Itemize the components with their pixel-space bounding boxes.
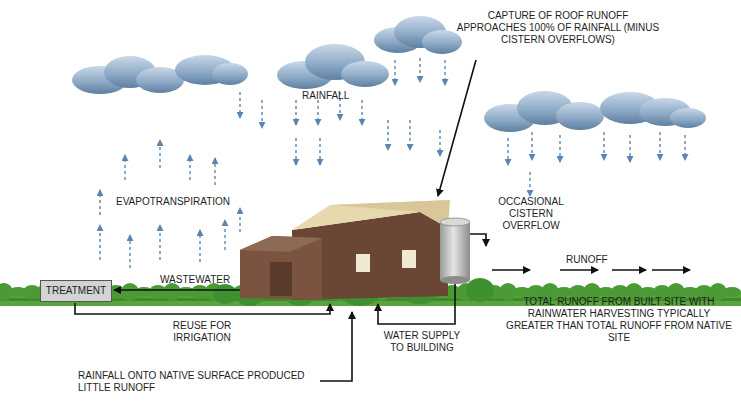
evaporation-arrow (159, 225, 160, 260)
rain-arrow (559, 135, 560, 162)
treatment-box: TREATMENT (40, 280, 112, 302)
rain-arrow (629, 135, 630, 162)
flow-lines (75, 60, 690, 381)
evaporation-arrow (159, 140, 160, 168)
rain-arrow (409, 120, 410, 150)
rain-arrow (387, 120, 388, 150)
cistern (440, 218, 470, 284)
evaporation-arrow (189, 155, 190, 180)
bush (213, 284, 237, 304)
rain-arrow (444, 60, 445, 85)
native-surface-note: RAINFALL ONTO NATIVE SURFACE PRODUCED LI… (78, 370, 318, 394)
rain-arrow (295, 138, 296, 165)
evaporation-arrow (99, 190, 100, 215)
rain-arrow (507, 138, 508, 165)
callout-note: CAPTURE OF ROOF RUNOFF APPROACHES 100% O… (452, 10, 664, 46)
box-label: TREATMENT (46, 285, 106, 297)
rain-arrow (319, 138, 320, 165)
rain-arrow (659, 132, 660, 160)
evaporation-arrow (224, 220, 225, 250)
rain-arrow (531, 132, 532, 160)
bush (466, 278, 494, 302)
runoff-label: RUNOFF (566, 254, 626, 266)
rain-arrow (419, 58, 420, 82)
rain-arrow (239, 92, 240, 118)
rain-arrow (394, 60, 395, 85)
evapotranspiration-label: EVAPOTRANSPIRATION (116, 196, 246, 208)
evaporation-arrow (214, 158, 215, 185)
shrub (723, 287, 741, 297)
reuse-label: REUSE FOR IRRIGATION (158, 320, 246, 344)
rain-arrow (317, 100, 318, 125)
rain-arrow (295, 100, 296, 125)
evaporation-arrow (199, 230, 200, 262)
rain-arrow (439, 130, 440, 156)
runoff-note: TOTAL RUNOFF FROM BUILT SITE WITH RAINWA… (503, 296, 735, 344)
evaporation-arrow (129, 235, 130, 268)
rain-arrow (603, 132, 604, 160)
evaporation-arrow (99, 225, 100, 260)
rain-arrow (261, 100, 262, 128)
clouds (72, 16, 706, 132)
water-supply-label: WATER SUPPLY TO BUILDING (382, 330, 462, 354)
rain-arrow (361, 100, 362, 125)
evaporation-arrow (124, 155, 125, 180)
overflow-label: OCCASIONAL CISTERN OVERFLOW (490, 196, 572, 232)
house (240, 200, 450, 300)
rain-arrows (240, 58, 685, 196)
evaporation-arrow (239, 208, 240, 232)
rain-arrow (684, 135, 685, 160)
rain-arrow (529, 172, 530, 196)
rainfall-label: RAINFALL (302, 90, 372, 102)
wastewater-label: WASTEWATER (160, 274, 240, 286)
